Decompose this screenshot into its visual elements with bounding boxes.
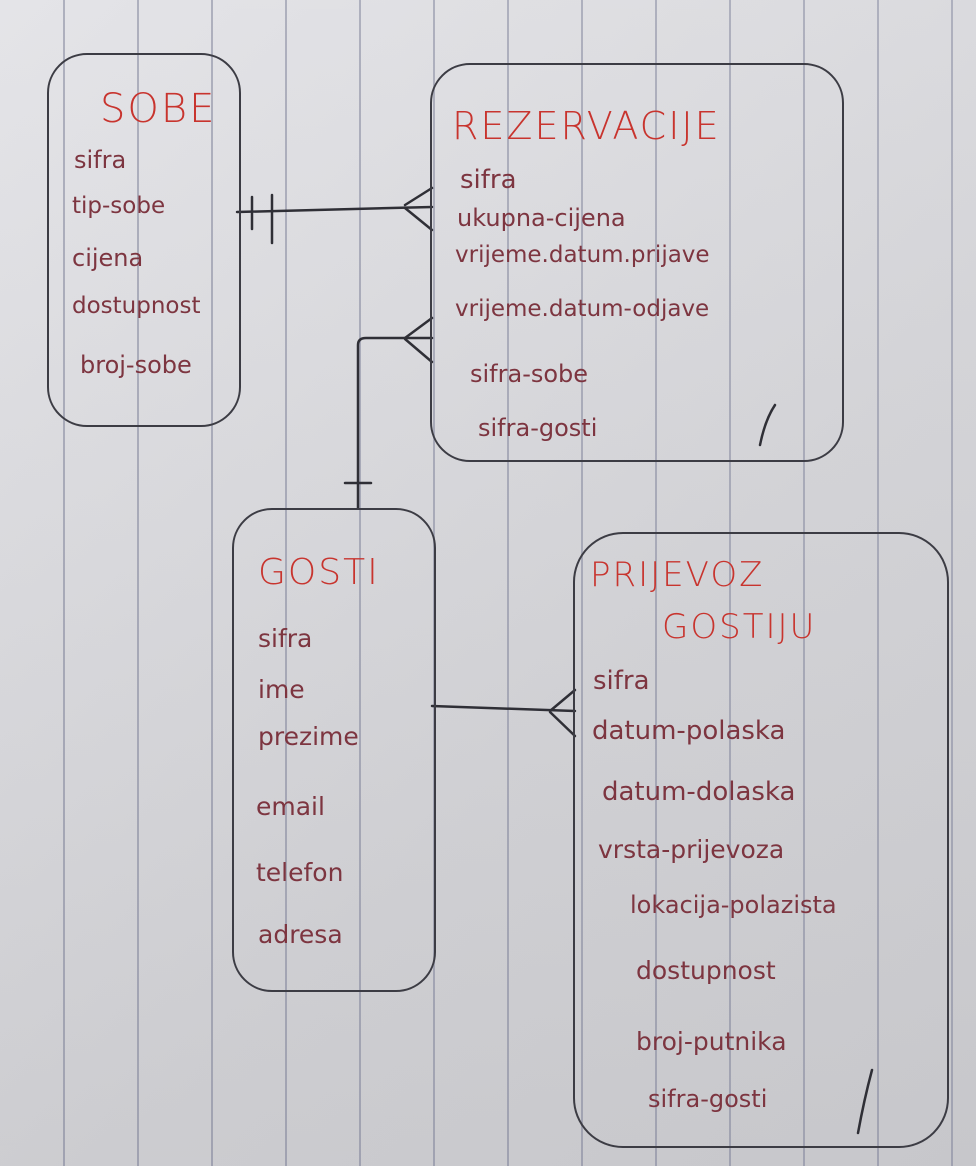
rel-gosti-rezervacije-line <box>356 336 434 510</box>
rel-prijevoz-crowfoot <box>548 688 577 738</box>
gosti-attr-2: prezime <box>258 722 359 751</box>
sobe-attr-3: dostupnost <box>72 293 201 319</box>
entity-rezervacije <box>430 63 844 462</box>
prijevoz-attr-3: vrsta-prijevoza <box>598 835 785 864</box>
sobe-attr-2: cijena <box>72 244 144 272</box>
rezervacije-attr-2: vrijeme.datum.prijave <box>455 242 710 268</box>
entity-gosti-title: GOSTI <box>258 552 380 593</box>
gosti-attr-1: ime <box>258 675 305 704</box>
prijevoz-attr-1: datum-polaska <box>592 716 786 746</box>
entity-prijevoz-title-line2: GOSTIJU <box>662 607 817 647</box>
rezervacije-attr-5: sifra-gosti <box>478 414 598 442</box>
scribble-prijevoz <box>856 1068 874 1135</box>
sobe-attr-4: broj-sobe <box>80 351 192 379</box>
scribble-rezervacije <box>758 403 777 447</box>
entity-prijevoz-title-line1: PRIJEVOZ <box>590 555 765 595</box>
sobe-attr-1: tip-sobe <box>72 193 166 219</box>
prijevoz-attr-7: sifra-gosti <box>648 1085 768 1113</box>
rel-sobe-rezervacije-line <box>235 205 434 214</box>
rezervacije-attr-4: sifra-sobe <box>470 360 589 388</box>
gosti-attr-5: adresa <box>258 920 343 949</box>
prijevoz-attr-2: datum-dolaska <box>602 777 796 807</box>
rezervacije-attr-3: vrijeme.datum-odjave <box>455 296 710 322</box>
rezervacije-attr-0: sifra <box>460 165 517 195</box>
entity-prijevoz-gostiju <box>573 532 949 1148</box>
prijevoz-attr-4: lokacija-polazista <box>630 891 837 919</box>
gosti-attr-4: telefon <box>256 858 344 887</box>
gosti-attr-0: sifra <box>258 624 313 653</box>
prijevoz-attr-5: dostupnost <box>636 956 776 985</box>
entity-gosti <box>232 508 436 992</box>
sobe-attr-0: sifra <box>74 146 127 174</box>
entity-sobe-title: SOBE <box>100 86 217 132</box>
prijevoz-attr-6: broj-putnika <box>636 1027 787 1056</box>
rel-rezervacije-crowfoot-top <box>403 186 434 232</box>
prijevoz-attr-0: sifra <box>593 666 650 696</box>
entity-rezervacije-title: REZERVACIJE <box>452 104 721 148</box>
rezervacije-attr-1: ukupna-cijena <box>457 204 626 232</box>
gosti-attr-3: email <box>256 792 325 821</box>
entity-sobe <box>47 53 241 427</box>
rel-rezervacije-crowfoot-bottom <box>403 316 434 364</box>
